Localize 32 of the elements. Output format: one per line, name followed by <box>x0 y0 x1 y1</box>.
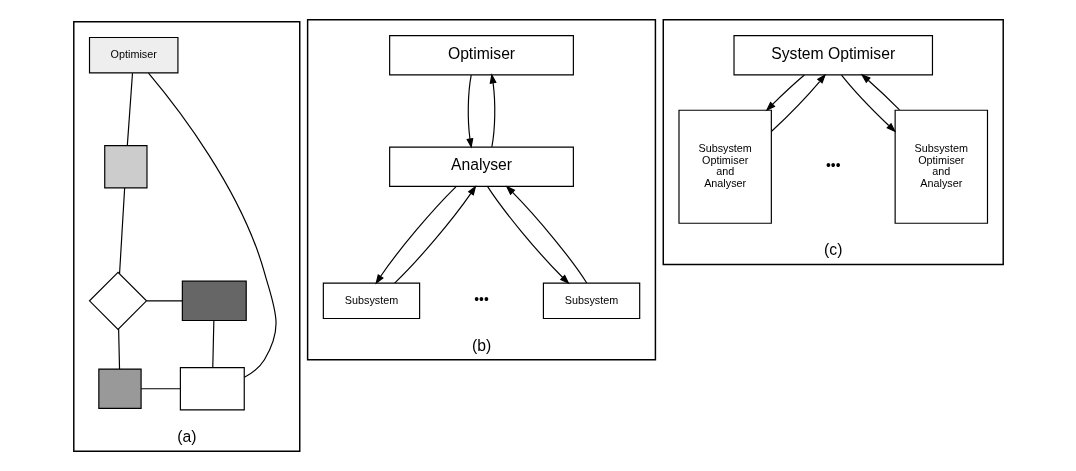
arrow <box>840 74 896 133</box>
connector <box>118 187 125 275</box>
node-box: System Optimiser <box>732 35 933 76</box>
arrow <box>505 185 587 284</box>
arrow <box>465 74 473 149</box>
node-box: Subsystem Optimiser and Analyser <box>894 109 988 224</box>
node-box: Subsystem Optimiser and Analyser <box>677 109 772 224</box>
node-box <box>181 280 247 322</box>
label: ••• <box>473 292 489 308</box>
arrow <box>770 73 826 132</box>
connector <box>147 72 277 378</box>
node-box: Optimiser <box>388 35 574 76</box>
arrow <box>860 73 900 111</box>
arrow <box>393 185 476 284</box>
node-box <box>179 367 245 411</box>
node-box <box>97 368 142 409</box>
arrow <box>489 73 497 148</box>
connector <box>145 300 183 302</box>
connector <box>211 320 214 369</box>
node-box: Subsystem <box>322 282 420 320</box>
connector <box>140 388 181 390</box>
arrow <box>374 186 457 285</box>
node-box: Analyser <box>388 146 574 187</box>
node-box: Optimiser <box>88 36 178 74</box>
node-diamond <box>88 271 147 331</box>
label: ••• <box>825 158 840 174</box>
arrow <box>486 186 570 285</box>
node-box: Subsystem <box>542 282 640 320</box>
connector <box>117 328 120 370</box>
node-box <box>103 145 148 189</box>
arrow <box>765 74 805 112</box>
connector <box>126 72 133 146</box>
